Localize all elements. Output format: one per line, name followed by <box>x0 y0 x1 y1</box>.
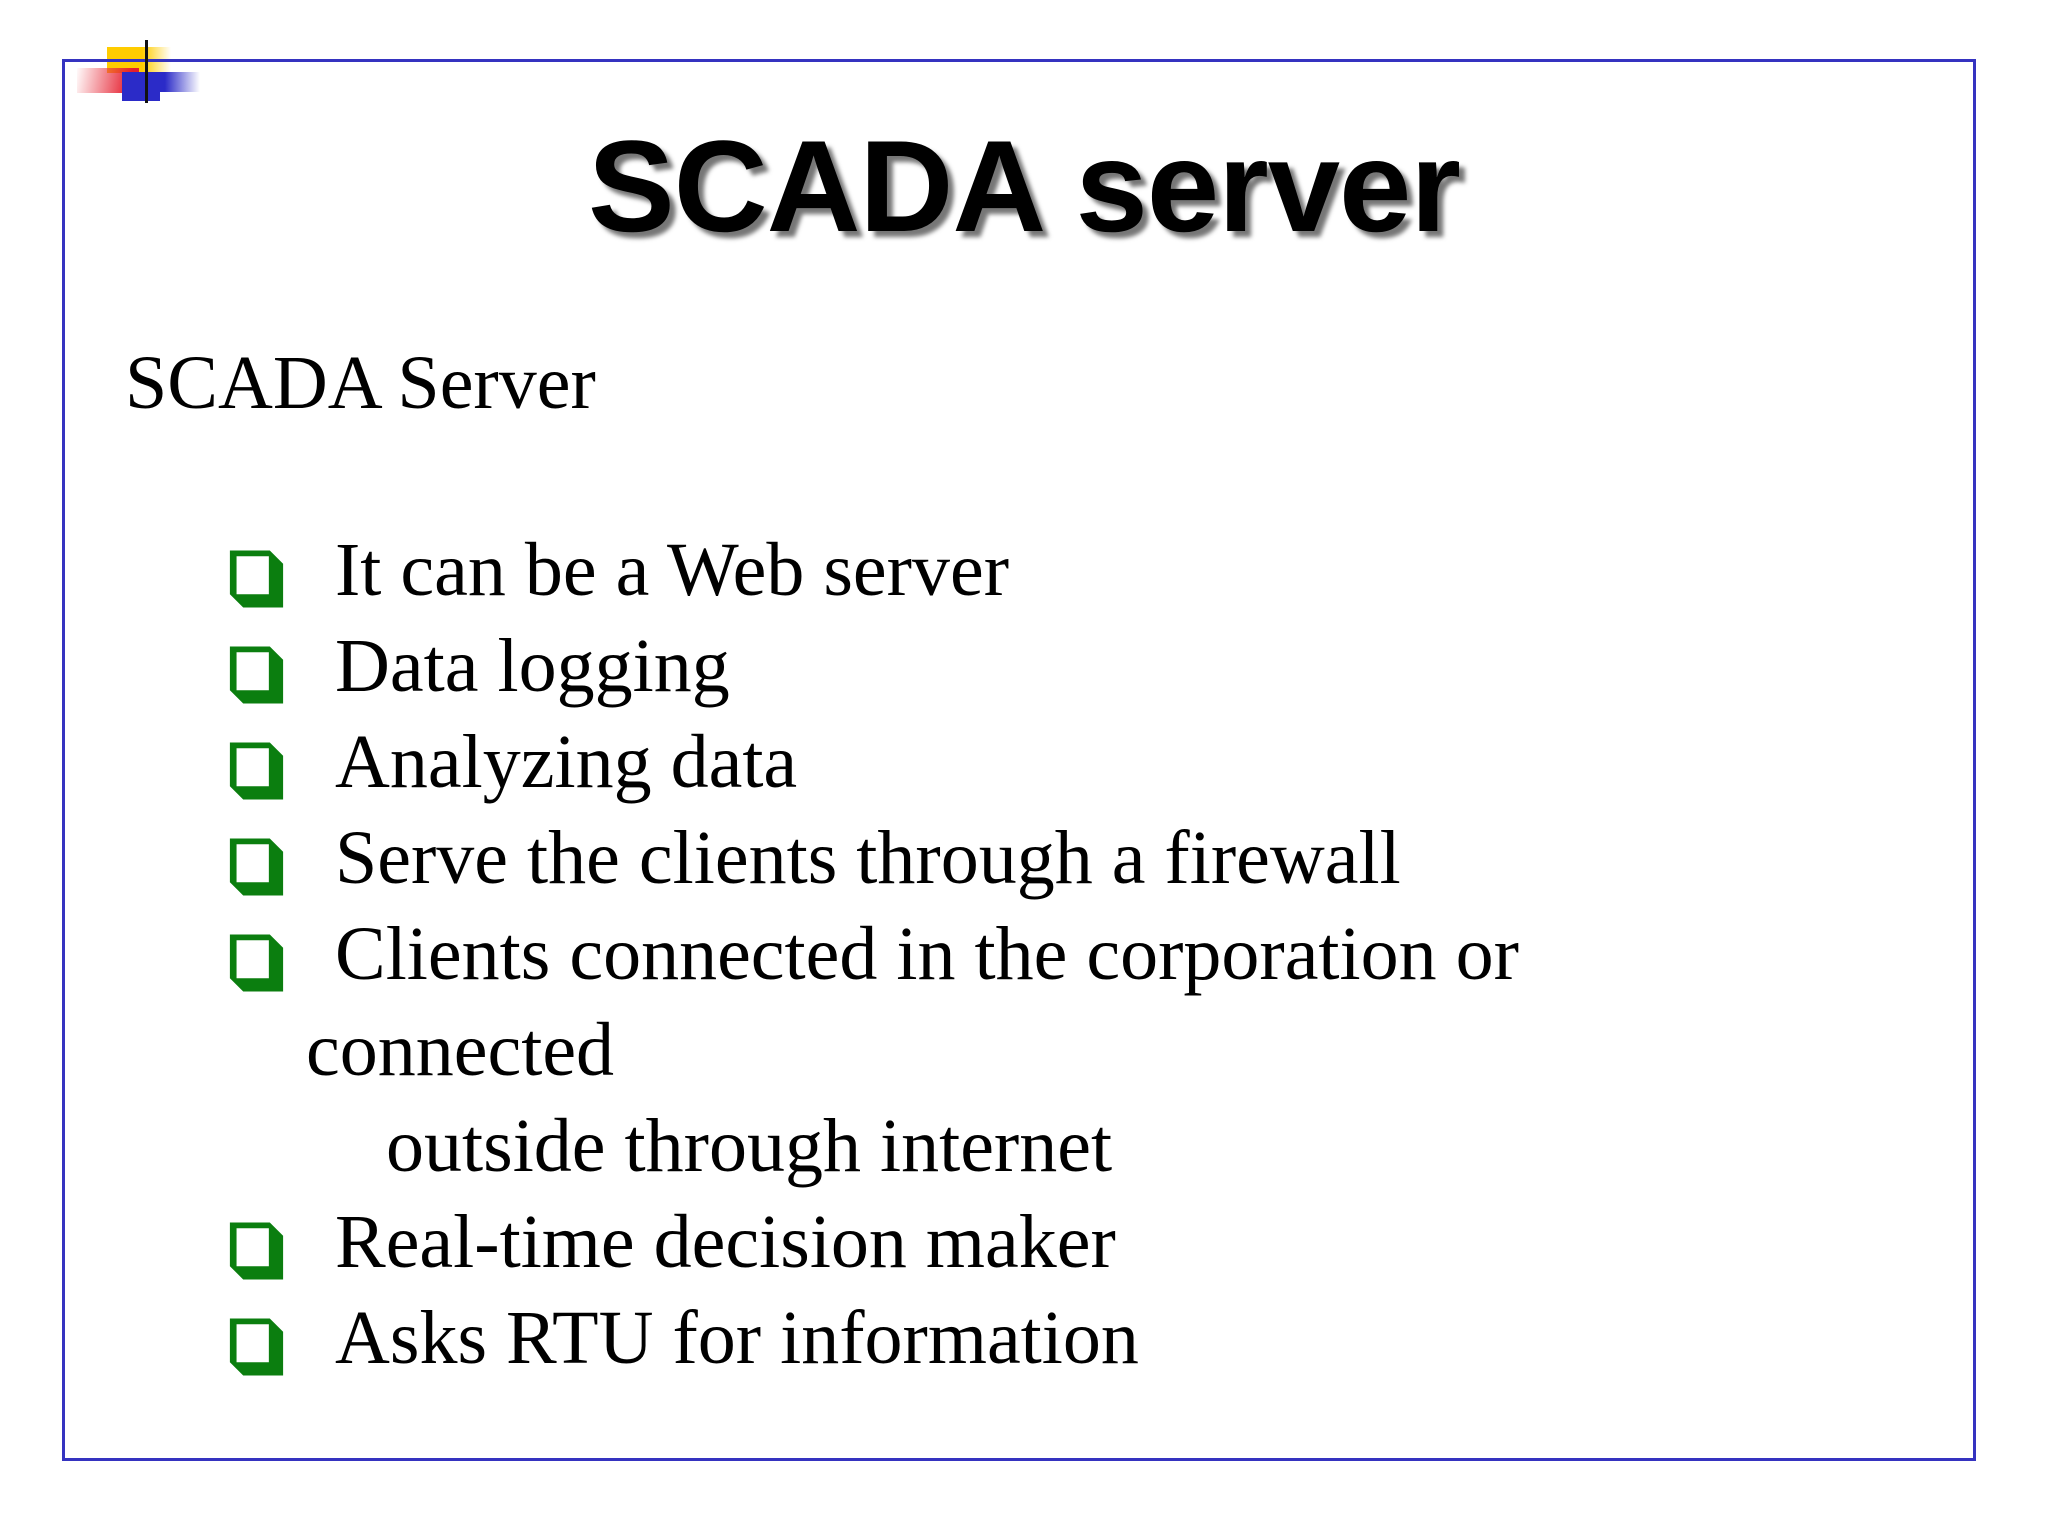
list-item: Data logging <box>228 618 1519 714</box>
decoration-black-tick <box>145 40 148 103</box>
slide-title: SCADA server <box>588 113 1461 259</box>
list-item: Asks RTU for information <box>228 1290 1519 1386</box>
list-item-text: It can be a Web server <box>335 528 1010 612</box>
list-item: Clients connected in the corporation or <box>228 906 1519 1002</box>
list-item-continuation: connected <box>228 1002 1519 1098</box>
list-item-text: Asks RTU for information <box>335 1296 1139 1380</box>
open-checkbox-icon <box>228 644 285 706</box>
list-item: Serve the clients through a firewall <box>228 810 1519 906</box>
bullet-list: It can be a Web server Data logging Anal… <box>228 522 1519 1386</box>
list-item-text: Analyzing data <box>335 720 798 804</box>
list-item-text: Real-time decision maker <box>335 1200 1116 1284</box>
list-item-continuation: outside through internet <box>228 1098 1519 1194</box>
open-checkbox-icon <box>228 548 285 610</box>
decoration-blue-bar <box>122 72 200 92</box>
list-item-text: Data logging <box>335 624 730 708</box>
open-checkbox-icon <box>228 1220 285 1282</box>
slide-frame-border <box>62 59 1976 1461</box>
list-item: It can be a Web server <box>228 522 1519 618</box>
open-checkbox-icon <box>228 1316 285 1378</box>
list-item-text: outside through internet <box>386 1104 1113 1188</box>
open-checkbox-icon <box>228 932 285 994</box>
list-item-text: connected <box>306 1008 615 1092</box>
corner-decoration <box>0 0 260 130</box>
decoration-blue-step <box>122 92 160 101</box>
list-item: Analyzing data <box>228 714 1519 810</box>
list-item-text: Clients connected in the corporation or <box>335 912 1519 996</box>
slide-subtitle: SCADA Server <box>125 341 596 425</box>
list-item-text: Serve the clients through a firewall <box>335 816 1401 900</box>
open-checkbox-icon <box>228 836 285 898</box>
list-item: Real-time decision maker <box>228 1194 1519 1290</box>
open-checkbox-icon <box>228 740 285 802</box>
